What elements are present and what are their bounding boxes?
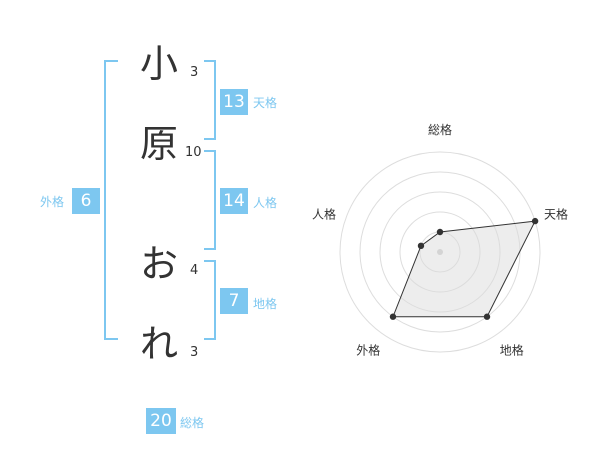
radar-axis-label: 地格 xyxy=(500,343,524,358)
gaikaku-bracket xyxy=(104,60,118,340)
radar-series-polygon xyxy=(392,220,536,318)
gaikaku-value: 6 xyxy=(72,188,100,214)
radar-point-4 xyxy=(417,242,425,250)
jinkaku-label: 人格 xyxy=(253,196,278,210)
name-char-3: お xyxy=(140,242,179,286)
stroke-count-2: 10 xyxy=(185,145,202,160)
radar-point-0 xyxy=(436,228,444,236)
chikaku-value: 7 xyxy=(220,288,248,314)
tenkaku-label: 天格 xyxy=(253,96,278,110)
soukaku-label: 総格 xyxy=(180,416,205,430)
radar-point-3 xyxy=(389,313,397,320)
jinkaku-value: 14 xyxy=(220,188,248,214)
radar-point-1 xyxy=(531,217,539,225)
name-char-4: れ xyxy=(140,322,179,366)
soukaku-value: 20 xyxy=(146,408,176,434)
radar-axis-label: 総格 xyxy=(428,122,452,137)
tenkaku-bracket xyxy=(204,60,216,140)
name-char-2: 原 xyxy=(140,122,179,166)
chikaku-bracket xyxy=(204,260,216,340)
gaikaku-label: 外格 xyxy=(40,195,65,209)
radar-axis-label: 外格 xyxy=(356,343,380,358)
stroke-count-3: 4 xyxy=(190,263,199,278)
name-char-1: 小 xyxy=(140,42,179,86)
radar-ring-5 xyxy=(339,151,541,353)
radar-axis-label: 天格 xyxy=(544,206,568,221)
stroke-count-1: 3 xyxy=(190,65,199,80)
chikaku-label: 地格 xyxy=(253,297,278,311)
tenkaku-value: 13 xyxy=(220,89,248,115)
radar-point-2 xyxy=(483,313,491,320)
jinkaku-bracket xyxy=(204,150,216,250)
stroke-count-4: 3 xyxy=(190,345,199,360)
radar-axis-label: 人格 xyxy=(312,206,336,221)
